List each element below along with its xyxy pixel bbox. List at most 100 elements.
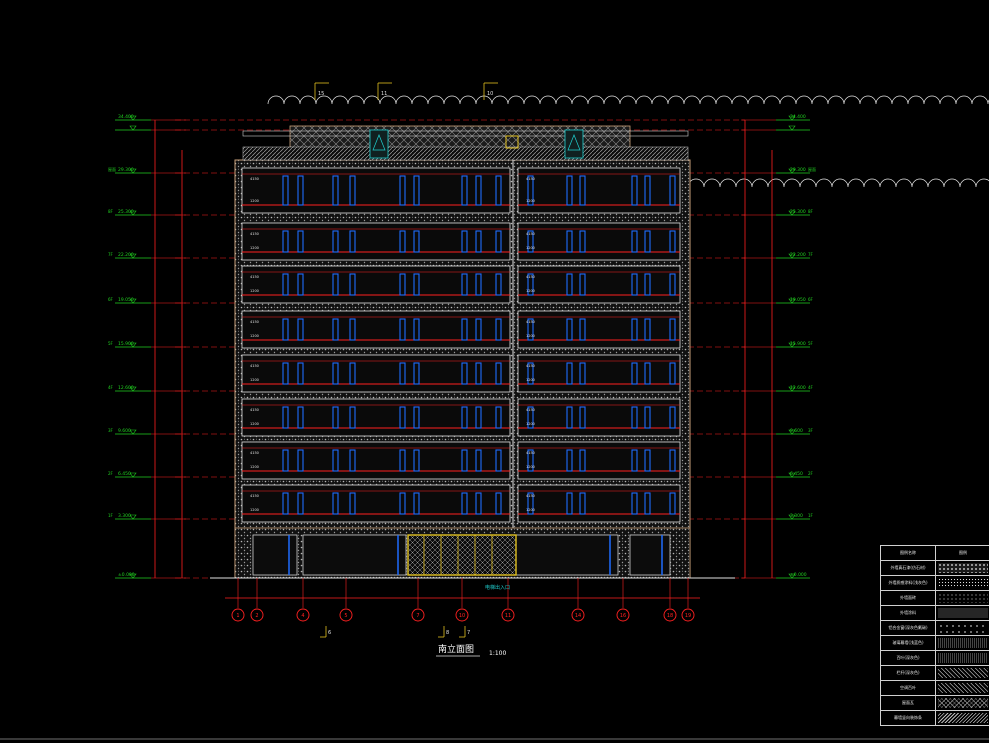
grid-bubble bbox=[663, 608, 677, 622]
window-mullion bbox=[297, 492, 304, 515]
section-mark-label: 8 bbox=[446, 630, 449, 636]
window-dim-label: 4150 bbox=[250, 275, 259, 279]
window-mullion bbox=[631, 492, 638, 515]
window-mullion bbox=[527, 406, 534, 429]
window-mullion bbox=[495, 449, 502, 472]
level-tag-right: 22.200 bbox=[790, 252, 806, 258]
window-dim-label: 1200 bbox=[526, 378, 535, 382]
level-triangle bbox=[788, 429, 796, 435]
floor-tag-right: 2F bbox=[808, 471, 814, 476]
grid-bubble bbox=[231, 608, 245, 622]
level-tag-left: ±0.000 bbox=[118, 572, 135, 578]
top-grid-label: 11 bbox=[381, 91, 387, 97]
floor-tag-left: 1F bbox=[108, 513, 114, 518]
window-mullion bbox=[475, 449, 482, 472]
window-bay bbox=[517, 484, 681, 523]
window-bay bbox=[241, 222, 511, 261]
window-mullion bbox=[644, 449, 651, 472]
window-bay bbox=[241, 441, 511, 480]
level-triangle bbox=[129, 429, 137, 435]
floor-tag-left: 屋面 bbox=[108, 166, 116, 172]
window-mullion bbox=[669, 449, 676, 472]
grid-bubble bbox=[296, 608, 310, 622]
window-mullion bbox=[461, 318, 468, 341]
floor-tag-left: 4F bbox=[108, 385, 114, 390]
legend-row-name: 幕墙竖向装饰条 bbox=[881, 711, 936, 725]
window-dim-label: 4150 bbox=[526, 408, 535, 412]
window-dim-label: 4150 bbox=[526, 320, 535, 324]
window-mullion bbox=[579, 273, 586, 296]
level-triangle bbox=[788, 342, 796, 348]
floor-tag-left: 7F bbox=[108, 252, 114, 257]
grid-label: 19 bbox=[685, 613, 691, 619]
window-mullion bbox=[461, 406, 468, 429]
level-tag-left: 12.600 bbox=[118, 385, 134, 391]
level-tag-left: 3.300 bbox=[118, 513, 131, 519]
window-mullion bbox=[644, 318, 651, 341]
legend-row-swatch bbox=[938, 668, 988, 678]
level-tag-left: 9.600 bbox=[118, 428, 131, 434]
legend-row-swatch bbox=[938, 638, 988, 648]
level-triangle bbox=[129, 472, 137, 478]
legend-row-swatch bbox=[938, 653, 988, 663]
window-mullion bbox=[566, 406, 573, 429]
window-mullion bbox=[644, 492, 651, 515]
window-mullion bbox=[566, 449, 573, 472]
floor-tag-right: 1F bbox=[808, 513, 814, 518]
window-dim-label: 1200 bbox=[250, 289, 259, 293]
window-mullion bbox=[349, 273, 356, 296]
window-mullion bbox=[413, 175, 420, 206]
legend-header-pattern: 图例 bbox=[959, 550, 967, 555]
storefront-window bbox=[302, 534, 407, 576]
grid-label: 14 bbox=[575, 613, 581, 619]
revision-cloud-top-floor bbox=[639, 178, 989, 188]
level-triangle bbox=[788, 210, 796, 216]
legend-row-name: 铝合金窗(深灰色氟碳) bbox=[881, 621, 936, 635]
window-mullion bbox=[631, 318, 638, 341]
level-triangle bbox=[129, 115, 137, 121]
window-mullion bbox=[527, 362, 534, 385]
window-mullion bbox=[461, 449, 468, 472]
window-mullion bbox=[413, 318, 420, 341]
window-mullion bbox=[631, 449, 638, 472]
grid-label: 1 bbox=[236, 613, 239, 619]
grid-label: 10 bbox=[459, 613, 465, 619]
window-bay bbox=[241, 265, 511, 304]
floor-tag-left: 3F bbox=[108, 428, 114, 433]
window-bay bbox=[241, 398, 511, 437]
level-tag-left: 34.400 bbox=[118, 114, 134, 120]
window-dim-label: 4150 bbox=[526, 275, 535, 279]
window-mullion bbox=[579, 318, 586, 341]
window-mullion bbox=[332, 492, 339, 515]
window-mullion bbox=[399, 230, 406, 253]
window-mullion bbox=[282, 406, 289, 429]
window-mullion bbox=[461, 230, 468, 253]
window-mullion bbox=[461, 175, 468, 206]
level-triangle bbox=[788, 514, 796, 520]
window-mullion bbox=[399, 449, 406, 472]
grid-bubble bbox=[616, 608, 630, 622]
level-triangle bbox=[129, 514, 137, 520]
legend-row: 铝合金窗(深灰色氟碳) bbox=[881, 621, 989, 636]
window-dim-label: 1200 bbox=[526, 422, 535, 426]
window-mullion bbox=[332, 449, 339, 472]
window-mullion bbox=[669, 406, 676, 429]
window-dim-label: 1200 bbox=[250, 508, 259, 512]
legend-row-swatch bbox=[938, 623, 988, 633]
window-bay bbox=[517, 167, 681, 214]
floor-tag-right: 屋面 bbox=[808, 166, 816, 172]
grid-label: 11 bbox=[505, 613, 511, 619]
legend-row-name: 玻璃幕墙(浅蓝色) bbox=[881, 636, 936, 650]
level-triangle bbox=[788, 115, 796, 121]
legend-row-name: 空调百叶 bbox=[881, 681, 936, 695]
window-mullion bbox=[579, 449, 586, 472]
level-tag-left: 22.200 bbox=[118, 252, 134, 258]
window-mullion bbox=[297, 362, 304, 385]
window-mullion bbox=[631, 362, 638, 385]
window-mullion bbox=[669, 175, 676, 206]
window-dim-label: 1200 bbox=[526, 199, 535, 203]
window-dim-label: 4150 bbox=[526, 177, 535, 181]
window-mullion bbox=[332, 362, 339, 385]
window-dim-label: 1200 bbox=[250, 246, 259, 250]
